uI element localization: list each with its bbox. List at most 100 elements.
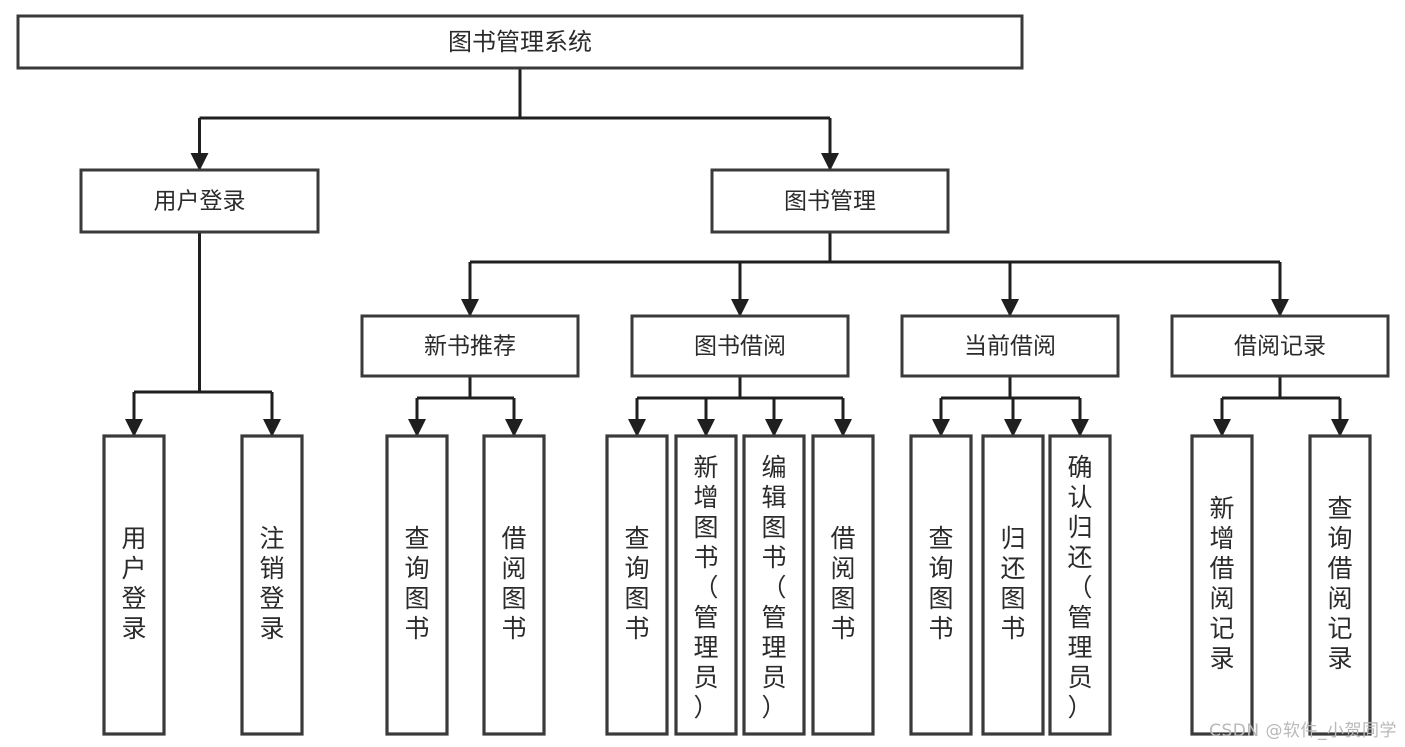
node-current-borrow[interactable]: 当前借阅 bbox=[900, 314, 1120, 378]
node-box-leaf-query-record bbox=[1308, 434, 1372, 736]
node-label-current-borrow: 当前借阅 bbox=[964, 334, 1056, 360]
node-label-book-borrow: 图书借阅 bbox=[694, 334, 786, 360]
node-label-char: 录 bbox=[121, 614, 146, 643]
node-label-char: 还 bbox=[1067, 543, 1092, 572]
node-label-char: 管 bbox=[761, 603, 786, 632]
node-label-char: 询 bbox=[928, 554, 953, 583]
node-label-char: 图 bbox=[501, 584, 526, 613]
node-label-char: （ bbox=[693, 573, 718, 602]
node-box-leaf-borrow-book-2 bbox=[811, 434, 875, 736]
node-label-char: 查 bbox=[928, 524, 953, 553]
node-user-login[interactable]: 用户登录 bbox=[79, 168, 320, 234]
arrow-head-icon bbox=[505, 419, 523, 437]
arrow-head-icon bbox=[765, 419, 783, 437]
node-book-management[interactable]: 图书管理 bbox=[710, 168, 950, 234]
node-box-leaf-borrow-book-1 bbox=[482, 434, 546, 736]
node-borrow-record[interactable]: 借阅记录 bbox=[1170, 314, 1390, 378]
node-label-char: 录 bbox=[259, 614, 284, 643]
node-label-char: 阅 bbox=[1327, 584, 1352, 613]
node-label-char: 借 bbox=[1209, 554, 1234, 583]
node-label-char: 图 bbox=[830, 584, 855, 613]
node-label-char: 书 bbox=[404, 614, 429, 643]
arrow-head-icon bbox=[461, 299, 479, 317]
node-label-char: 确 bbox=[1067, 453, 1092, 482]
node-label-book-management: 图书管理 bbox=[784, 189, 876, 215]
node-box-book-management bbox=[710, 168, 950, 234]
node-label-char: 书 bbox=[501, 614, 526, 643]
node-label-char: 询 bbox=[1327, 524, 1352, 553]
arrow-head-icon bbox=[408, 419, 426, 437]
node-label-char: 书 bbox=[761, 543, 786, 572]
node-box-user-login bbox=[79, 168, 320, 234]
node-label-char: 书 bbox=[624, 614, 649, 643]
node-label-char: 书 bbox=[928, 614, 953, 643]
node-label-char: ） bbox=[693, 693, 718, 722]
node-label-char: 图 bbox=[761, 513, 786, 542]
node-box-leaf-user-login bbox=[102, 434, 166, 736]
node-label-char: 阅 bbox=[501, 554, 526, 583]
node-box-root bbox=[16, 14, 1024, 70]
node-root[interactable]: 图书管理系统 bbox=[16, 14, 1024, 70]
node-box-leaf-add-record bbox=[1190, 434, 1254, 736]
node-label-char: ） bbox=[761, 693, 786, 722]
arrow-head-icon bbox=[125, 419, 143, 437]
arrow-head-icon bbox=[1271, 299, 1289, 317]
node-label-char: 查 bbox=[404, 524, 429, 553]
arrow-head-icon bbox=[1004, 419, 1022, 437]
node-label-char: 增 bbox=[693, 483, 718, 512]
node-new-book-recommend[interactable]: 新书推荐 bbox=[360, 314, 580, 378]
node-box-leaf-query-book-1 bbox=[385, 434, 449, 736]
node-label-char: 录 bbox=[1327, 644, 1352, 673]
node-label-char: 理 bbox=[693, 633, 718, 662]
node-label-char: 登 bbox=[259, 584, 284, 613]
node-label-char: 查 bbox=[1327, 494, 1352, 523]
arrow-head-icon bbox=[1001, 299, 1019, 317]
node-label-char: 查 bbox=[624, 524, 649, 553]
node-box-new-book-recommend bbox=[360, 314, 580, 378]
node-box-leaf-query-book-3 bbox=[909, 434, 973, 736]
node-layer: 图书管理系统用户登录图书管理新书推荐图书借阅当前借阅借阅记录用户登录注销登录查询… bbox=[16, 14, 1390, 736]
watermark-label: CSDN @软件_小贺同学 bbox=[1209, 721, 1397, 741]
node-label-char: 辑 bbox=[761, 483, 786, 512]
arrow-head-icon bbox=[697, 419, 715, 437]
arrow-head-icon bbox=[731, 299, 749, 317]
node-box-current-borrow bbox=[900, 314, 1120, 378]
node-label-new-book-recommend: 新书推荐 bbox=[424, 334, 516, 360]
node-label-char: 图 bbox=[928, 584, 953, 613]
node-label-char: ） bbox=[1067, 693, 1092, 722]
node-label-char: 记 bbox=[1209, 614, 1234, 643]
node-label-char: 注 bbox=[259, 524, 284, 553]
node-label-char: 询 bbox=[624, 554, 649, 583]
node-label-char: 归 bbox=[1000, 524, 1025, 553]
node-label-char: 登 bbox=[121, 584, 146, 613]
node-book-borrow[interactable]: 图书借阅 bbox=[630, 314, 850, 378]
node-label-char: 员 bbox=[1067, 663, 1092, 692]
arrow-head-icon bbox=[263, 419, 281, 437]
node-label-char: 认 bbox=[1067, 483, 1092, 512]
node-box-leaf-return-book bbox=[981, 434, 1045, 736]
arrow-head-icon bbox=[190, 153, 209, 171]
node-label-char: 阅 bbox=[830, 554, 855, 583]
node-label-char: 借 bbox=[1327, 554, 1352, 583]
node-box-borrow-record bbox=[1170, 314, 1390, 378]
node-label-char: 增 bbox=[1209, 524, 1234, 553]
arrow-head-icon bbox=[834, 419, 852, 437]
node-box-leaf-edit-book bbox=[742, 434, 806, 736]
node-leaf-user-login[interactable]: 用户登录 bbox=[102, 434, 166, 736]
node-label-char: 户 bbox=[121, 554, 146, 583]
node-label-user-login: 用户登录 bbox=[154, 189, 246, 215]
